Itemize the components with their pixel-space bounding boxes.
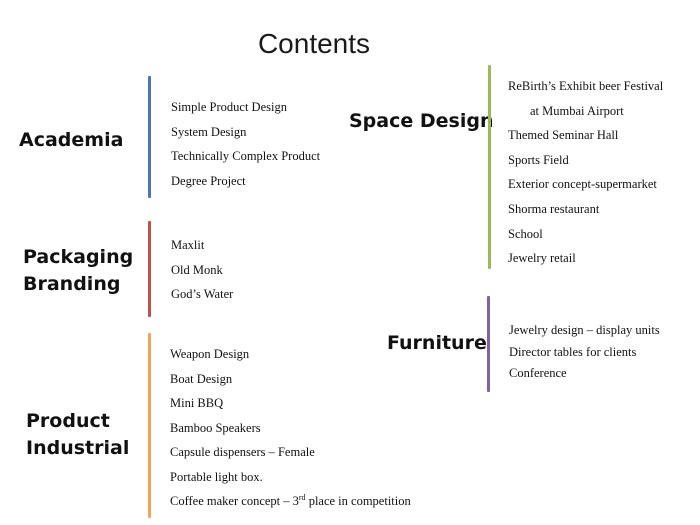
list-item-text: Coffee maker concept – 3	[170, 494, 299, 508]
heading-packaging: Packaging	[23, 246, 134, 268]
heading-furniture: Furniture	[387, 332, 487, 354]
divider-space	[488, 65, 491, 269]
list-item: Boat Design	[170, 371, 233, 386]
list-item: Exterior concept-supermarket	[508, 177, 657, 192]
heading-product: Product	[26, 410, 110, 432]
list-item: Jewelry design – display units	[509, 323, 660, 337]
list-item: Jewelry retail	[508, 251, 576, 266]
list-item: ReBirth’s Exhibit beer Festival	[508, 79, 664, 93]
list-item: Weapon Design	[170, 347, 250, 361]
heading-space-design: Space Design	[349, 110, 494, 132]
list-space: ReBirth’s Exhibit beer Festival at Mumba…	[508, 74, 663, 271]
list-packaging: Maxlit Old Monk God’s Water	[171, 233, 233, 307]
list-item: at Mumbai Airport	[530, 103, 624, 118]
list-item: Coffee maker concept – 3rd place in comp…	[170, 489, 411, 514]
list-academia: Simple Product Design System Design Tech…	[171, 95, 320, 193]
list-item: Maxlit	[171, 238, 205, 252]
list-item: Mini BBQ	[170, 396, 224, 410]
list-item: Themed Seminar Hall	[508, 128, 619, 143]
list-item: Old Monk	[171, 262, 223, 277]
heading-branding: Branding	[23, 273, 121, 295]
divider-packaging	[148, 221, 151, 317]
list-item-text: place in competition	[305, 494, 411, 508]
list-item: Technically Complex Product	[171, 149, 321, 163]
heading-packaging-branding: Packaging Branding	[23, 244, 133, 298]
list-item: Bamboo Speakers	[170, 420, 261, 435]
list-item: Simple Product Design	[171, 100, 287, 114]
divider-product	[148, 333, 151, 518]
heading-product-industrial: Product Industrial	[26, 408, 129, 462]
list-item: Capsule dispensers – Female	[170, 445, 315, 459]
list-product: Weapon Design Boat Design Mini BBQ Bambo…	[170, 342, 411, 514]
list-item: Director tables for clients	[509, 344, 637, 359]
divider-academia	[148, 76, 151, 198]
list-furniture: Jewelry design – display units Director …	[509, 320, 660, 385]
ordinal-suffix: rd	[298, 492, 306, 502]
list-item: Shorma restaurant	[508, 201, 600, 216]
list-item: System Design	[171, 124, 247, 139]
divider-furniture	[487, 296, 490, 392]
list-item: Portable light box.	[170, 469, 263, 484]
heading-industrial: Industrial	[26, 437, 130, 459]
heading-academia: Academia	[19, 129, 124, 151]
list-item: School	[508, 226, 543, 241]
list-item: Conference	[509, 366, 567, 380]
page-title: Contents	[257, 28, 371, 59]
list-item: Degree Project	[171, 173, 246, 188]
list-item: God’s Water	[171, 287, 234, 301]
list-item: Sports Field	[508, 152, 569, 167]
